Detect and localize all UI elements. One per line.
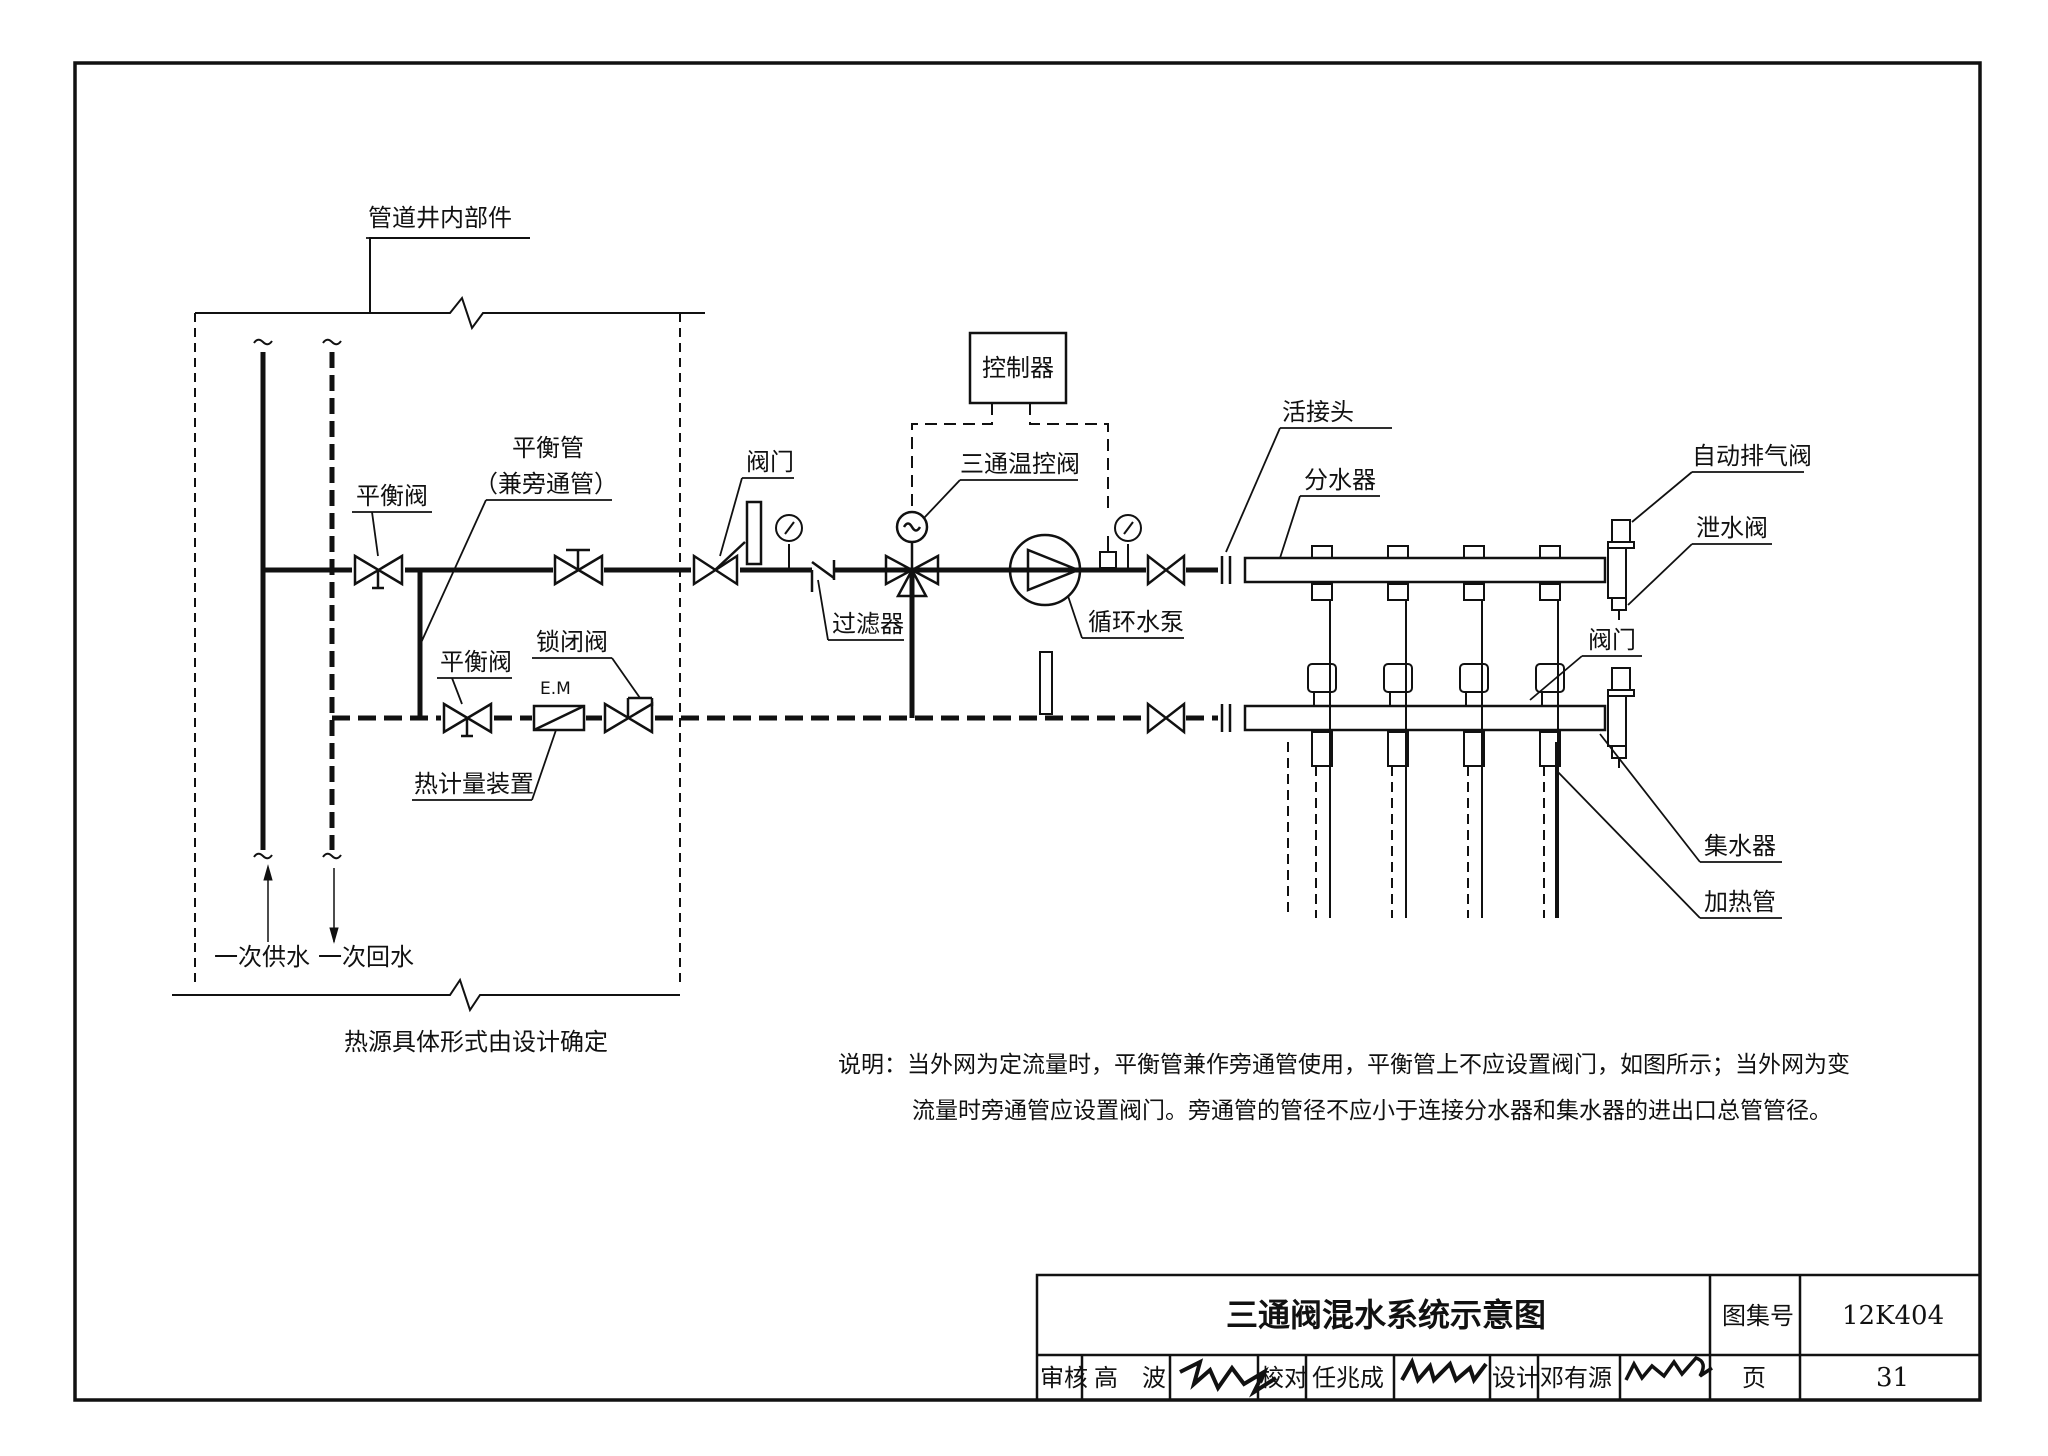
signature-reviewer [1179, 1358, 1278, 1398]
note-line-1: 说明：当外网为定流量时，平衡管兼作旁通管使用，平衡管上不应设置阀门，如图所示；当… [838, 1052, 1850, 1078]
valve-return-outlet [1146, 701, 1186, 735]
atlas-label: 图集号 [1722, 1302, 1794, 1330]
circulation-pump-icon [1008, 533, 1082, 607]
drain-valve-icon [1611, 597, 1627, 768]
return-sensor-icon [1039, 651, 1053, 715]
distributor-outlet [1463, 583, 1485, 601]
temperature-sensor-icon [1099, 536, 1117, 569]
reviewer-name: 高 波 [1094, 1364, 1166, 1392]
distributor-outlet [1311, 583, 1333, 601]
filter-icon [810, 560, 836, 592]
checker-name: 任兆成 [1312, 1364, 1384, 1392]
distributor-knob [1387, 545, 1409, 559]
signature-designer [1624, 1355, 1713, 1382]
collector-outlet [1311, 731, 1333, 767]
actuator-valve-icon [1307, 663, 1337, 693]
lock-valve [603, 696, 654, 735]
distributor-ports [1311, 545, 1561, 918]
label-lock-valve: 锁闭阀 [536, 628, 608, 656]
actuator-valve-icon [1459, 663, 1489, 693]
label-distributor: 分水器 [1304, 466, 1376, 494]
drawing-frame [73, 61, 1982, 1402]
label-balance-valve-top: 平衡阀 [356, 482, 428, 510]
actuator-stem [1465, 691, 1483, 707]
label-heat-source: 热源具体形式由设计确定 [344, 1028, 608, 1056]
label-three-way-valve: 三通温控阀 [960, 450, 1080, 478]
distributor-manifold [1243, 556, 1607, 584]
primary-risers [253, 338, 342, 860]
label-balance-pipe-sub: （兼旁通管） [474, 470, 618, 498]
label-shaft-parts: 管道井内部件 [368, 204, 512, 232]
label-primary-return: 一次回水 [318, 943, 414, 971]
label-pump: 循环水泵 [1088, 608, 1184, 636]
title-block [1035, 1273, 1982, 1402]
shaft-boundary [172, 237, 705, 1013]
balance-valve-return [442, 701, 493, 738]
atlas-number: 12K404 [1842, 1301, 1944, 1331]
actuator-valve-icon [1535, 663, 1565, 693]
page-label: 页 [1742, 1364, 1766, 1392]
three-way-valve-icon [884, 510, 940, 598]
actuator-stem [1313, 691, 1331, 707]
pressure-gauge-icon [1114, 514, 1142, 570]
label-filter: 过滤器 [832, 610, 904, 638]
collector-ports [1287, 663, 1565, 918]
leader-lines [352, 237, 1804, 919]
actuator-stem [1389, 691, 1407, 707]
pressure-gauge-icon [775, 514, 803, 570]
actuator-valve-icon [1383, 663, 1413, 693]
label-heating-pipe: 加热管 [1704, 888, 1776, 916]
actuator-stem [1541, 691, 1559, 707]
balance-pipe [417, 570, 915, 718]
label-valve-right: 阀门 [1588, 626, 1636, 654]
auto-air-vent-icon [1607, 519, 1635, 697]
label-union: 活接头 [1282, 398, 1354, 426]
label-collector: 集水器 [1704, 832, 1776, 860]
note-line-2: 流量时旁通管应设置阀门。旁通管的管径不应小于连接分水器和集水器的进出口总管管径。 [912, 1098, 1832, 1124]
distributor-outlet [1539, 583, 1561, 601]
label-heat-meter: 热计量装置 [414, 770, 534, 798]
label-auto-air-vent: 自动排气阀 [1692, 442, 1812, 470]
collector-outlet [1463, 731, 1485, 767]
valve-supply-outlet [1146, 553, 1186, 587]
label-em-mark: E.M [540, 679, 571, 699]
flow-arrows [263, 864, 339, 944]
collector-outlet [1539, 731, 1561, 767]
balance-valve-supply [353, 553, 404, 590]
review-label: 审核 [1040, 1364, 1088, 1392]
label-drain-valve: 泄水阀 [1696, 514, 1768, 542]
design-label: 设计 [1492, 1364, 1540, 1392]
distributor-outlet [1387, 583, 1409, 601]
label-balance-valve-bottom: 平衡阀 [440, 648, 512, 676]
label-balance-pipe: 平衡管 [512, 434, 584, 462]
controller-box [911, 331, 1109, 515]
label-controller: 控制器 [982, 354, 1054, 382]
union-fitting [1220, 556, 1232, 732]
distributor-knob [1311, 545, 1333, 559]
distributor-knob [1463, 545, 1485, 559]
check-label: 校对 [1260, 1364, 1308, 1392]
signature-checker [1400, 1357, 1488, 1385]
page-number: 31 [1876, 1363, 1909, 1393]
drawing-title: 三通阀混水系统示意图 [1226, 1296, 1546, 1334]
collector-outlet [1387, 731, 1409, 767]
designer-name: 邓有源 [1540, 1364, 1612, 1392]
valve-supply-inline [553, 548, 604, 587]
heat-meter [532, 704, 586, 732]
distributor-knob [1539, 545, 1561, 559]
label-valve-top: 阀门 [746, 448, 794, 476]
label-primary-supply: 一次供水 [214, 943, 310, 971]
valve-before-filter [692, 500, 763, 587]
collector-manifold [1243, 704, 1607, 732]
